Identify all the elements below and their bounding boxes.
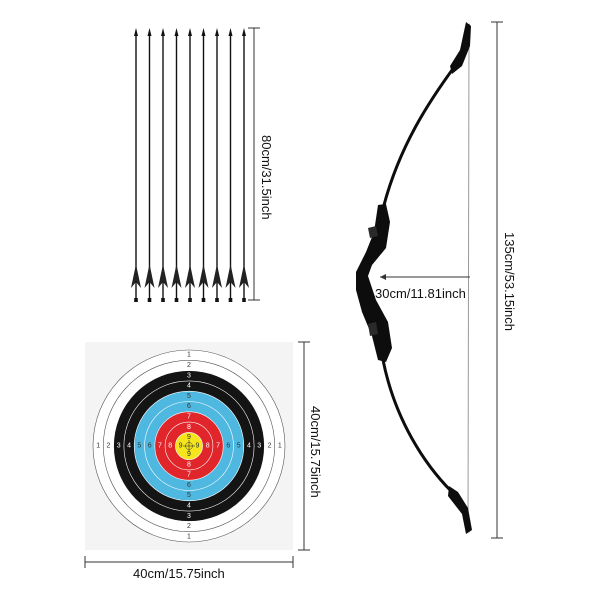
bow-string — [467, 23, 470, 533]
ring-number: 9 — [195, 443, 199, 450]
ring-number: 3 — [187, 372, 191, 379]
bow-upper-tip — [450, 22, 471, 74]
ring-number: 2 — [187, 523, 191, 530]
bow-length-label: 135cm/53.15inch — [502, 232, 517, 331]
arrow — [158, 28, 168, 302]
ring-number: 1 — [278, 443, 282, 450]
bow-grip-shelf-lower — [368, 322, 378, 336]
ring-number: 6 — [148, 443, 152, 450]
target-height-dimension: 40cm/15.75inch — [298, 341, 323, 551]
ring-number: 5 — [187, 393, 191, 400]
ring-number: 2 — [187, 362, 191, 369]
ring-number: 8 — [168, 443, 172, 450]
ring-number: 4 — [247, 443, 251, 450]
ring-number: 6 — [226, 443, 230, 450]
ring-number: 7 — [187, 413, 191, 420]
ring-number: 7 — [158, 443, 162, 450]
ring-number: 4 — [187, 383, 191, 390]
ring-number: 3 — [187, 513, 191, 520]
arrow — [131, 28, 141, 302]
ring-number: 5 — [187, 492, 191, 499]
arrow — [144, 28, 155, 302]
ring-number: 7 — [187, 472, 191, 479]
ring-number: 5 — [237, 443, 241, 450]
arrow — [225, 28, 236, 302]
ring-number: 8 — [206, 443, 210, 450]
ring-number: 5 — [137, 443, 141, 450]
bow-length-dimension: 135cm/53.15inch — [491, 21, 517, 539]
ring-number: 4 — [127, 443, 131, 450]
grip-depth-dimension: 30cm/11.81inch — [375, 274, 470, 301]
arrow-length-label: 80cm/31.5inch — [259, 135, 274, 220]
ring-number: 8 — [187, 461, 191, 468]
ring-number: 3 — [257, 443, 261, 450]
ring-number: 9 — [187, 434, 191, 441]
target-width-dimension: 40cm/15.75inch — [84, 556, 294, 581]
bow-grip-shelf — [368, 226, 378, 238]
bow-riser — [356, 204, 392, 362]
ring-number: 1 — [187, 352, 191, 359]
ring-number: 9 — [179, 443, 183, 450]
ring-number: 6 — [187, 482, 191, 489]
arrow-length-dimension: 80cm/31.5inch — [248, 27, 274, 301]
bow-lower-limb — [381, 359, 470, 533]
target-height-label: 40cm/15.75inch — [308, 406, 323, 498]
ring-number: 4 — [187, 502, 191, 509]
ring-number: 2 — [106, 443, 110, 450]
ring-number: 1 — [96, 443, 100, 450]
arrow — [212, 28, 222, 302]
bow-upper-limb — [382, 23, 470, 206]
arrow — [171, 28, 182, 302]
ring-number: 8 — [187, 424, 191, 431]
target-center-cross — [183, 440, 195, 452]
arrow-set — [131, 28, 249, 302]
bow-lower-tip — [448, 486, 472, 534]
grip-depth-label: 30cm/11.81inch — [375, 286, 466, 301]
ring-number: 7 — [216, 443, 220, 450]
ring-number: 9 — [187, 451, 191, 458]
recurve-bow — [356, 22, 472, 534]
arrow — [185, 28, 195, 302]
ring-number: 1 — [187, 533, 191, 540]
arrow — [198, 28, 209, 302]
ring-number: 3 — [117, 443, 121, 450]
ring-number: 6 — [187, 403, 191, 410]
target-width-label: 40cm/15.75inch — [133, 566, 225, 581]
arrow — [239, 28, 249, 302]
ring-number: 2 — [268, 443, 272, 450]
